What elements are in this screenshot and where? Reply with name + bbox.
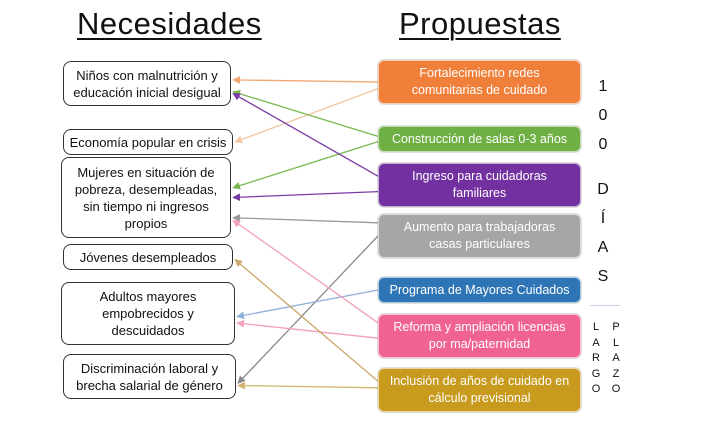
proposal-label: Programa de Mayores Cuidados <box>389 282 570 297</box>
proposal-label: Fortalecimiento redes comunitarias de cu… <box>411 66 548 97</box>
need-label: Discriminación laboral y brecha salarial… <box>76 360 223 393</box>
connection-arrow <box>237 381 379 390</box>
proposal-pension-care-years: Inclusión de años de cuidado en cálculo … <box>378 368 581 412</box>
connection-arrow <box>234 259 379 382</box>
need-box-youth: Jóvenes desempleados <box>63 244 233 270</box>
long-term-b-letter: L <box>612 336 620 349</box>
short-term-letter: Í <box>600 210 606 227</box>
long-term-a-letter: O <box>591 383 601 395</box>
connection-arrow <box>237 235 379 384</box>
need-box-discrimination: Discriminación laboral y brecha salarial… <box>63 354 236 399</box>
short-term-letter: 0 <box>598 136 608 153</box>
connection-arrow <box>232 92 379 177</box>
short-term-letter: 1 <box>598 78 608 95</box>
proposal-label: Ingreso para cuidadoras familiares <box>412 169 547 200</box>
long-term-b-letter: O <box>611 383 621 395</box>
connection-arrow <box>234 87 379 144</box>
short-term-letter: D <box>597 181 609 198</box>
short-term-letter: 0 <box>598 107 608 124</box>
proposal-label: Aumento para trabajadoras casas particul… <box>403 220 556 251</box>
proposal-elderly-program: Programa de Mayores Cuidados <box>378 277 581 303</box>
proposal-nursery-rooms: Construcción de salas 0-3 años <box>378 126 581 152</box>
connection-arrow <box>236 319 379 339</box>
need-box-elderly: Adultos mayores empobrecidos y descuidad… <box>61 282 235 345</box>
long-term-a-letter: L <box>592 321 600 333</box>
need-box-women: Mujeres en situación de pobreza, desempl… <box>61 157 231 238</box>
timeline-divider <box>590 305 620 306</box>
connection-arrow <box>236 289 379 320</box>
need-box-children: Niños con malnutrición y educación inici… <box>63 61 231 106</box>
need-label: Economía popular en crisis <box>69 134 227 150</box>
need-label: Mujeres en situación de pobreza, desempl… <box>74 164 218 231</box>
proposal-caregiver-income: Ingreso para cuidadoras familiares <box>378 163 581 207</box>
proposal-label: Construcción de salas 0-3 años <box>391 131 568 146</box>
connection-arrow <box>232 214 379 224</box>
proposal-community-care: Fortalecimiento redes comunitarias de cu… <box>378 60 581 104</box>
long-term-b-letter: P <box>612 321 620 333</box>
short-term-letter: S <box>597 268 609 285</box>
proposal-label: Inclusión de años de cuidado en cálculo … <box>389 374 570 405</box>
connection-arrow <box>232 76 379 84</box>
proposals-header: Propuestas <box>399 6 561 41</box>
need-label: Jóvenes desempleados <box>79 249 217 265</box>
needs-header: Necesidades <box>77 6 262 41</box>
need-box-popular-economy: Economía popular en crisis <box>63 129 233 155</box>
long-term-a-letter: G <box>591 367 601 380</box>
short-term-letter: A <box>597 239 609 256</box>
connection-arrow <box>232 89 379 138</box>
long-term-b-letter: A <box>612 352 620 364</box>
need-label: Niños con malnutrición y educación inici… <box>73 67 221 100</box>
proposal-parental-leave: Reforma y ampliación licencias por ma/pa… <box>378 314 581 358</box>
long-term-a-letter: R <box>592 352 600 364</box>
connection-arrow <box>232 190 379 202</box>
connection-arrow <box>232 140 379 190</box>
long-term-b-letter: Z <box>612 367 620 380</box>
need-label: Adultos mayores empobrecidos y descuidad… <box>99 289 197 338</box>
long-term-a-letter: A <box>592 336 600 349</box>
connection-arrow <box>232 219 379 324</box>
proposal-domestic-workers: Aumento para trabajadoras casas particul… <box>378 214 581 258</box>
proposal-label: Reforma y ampliación licencias por ma/pa… <box>393 320 566 351</box>
